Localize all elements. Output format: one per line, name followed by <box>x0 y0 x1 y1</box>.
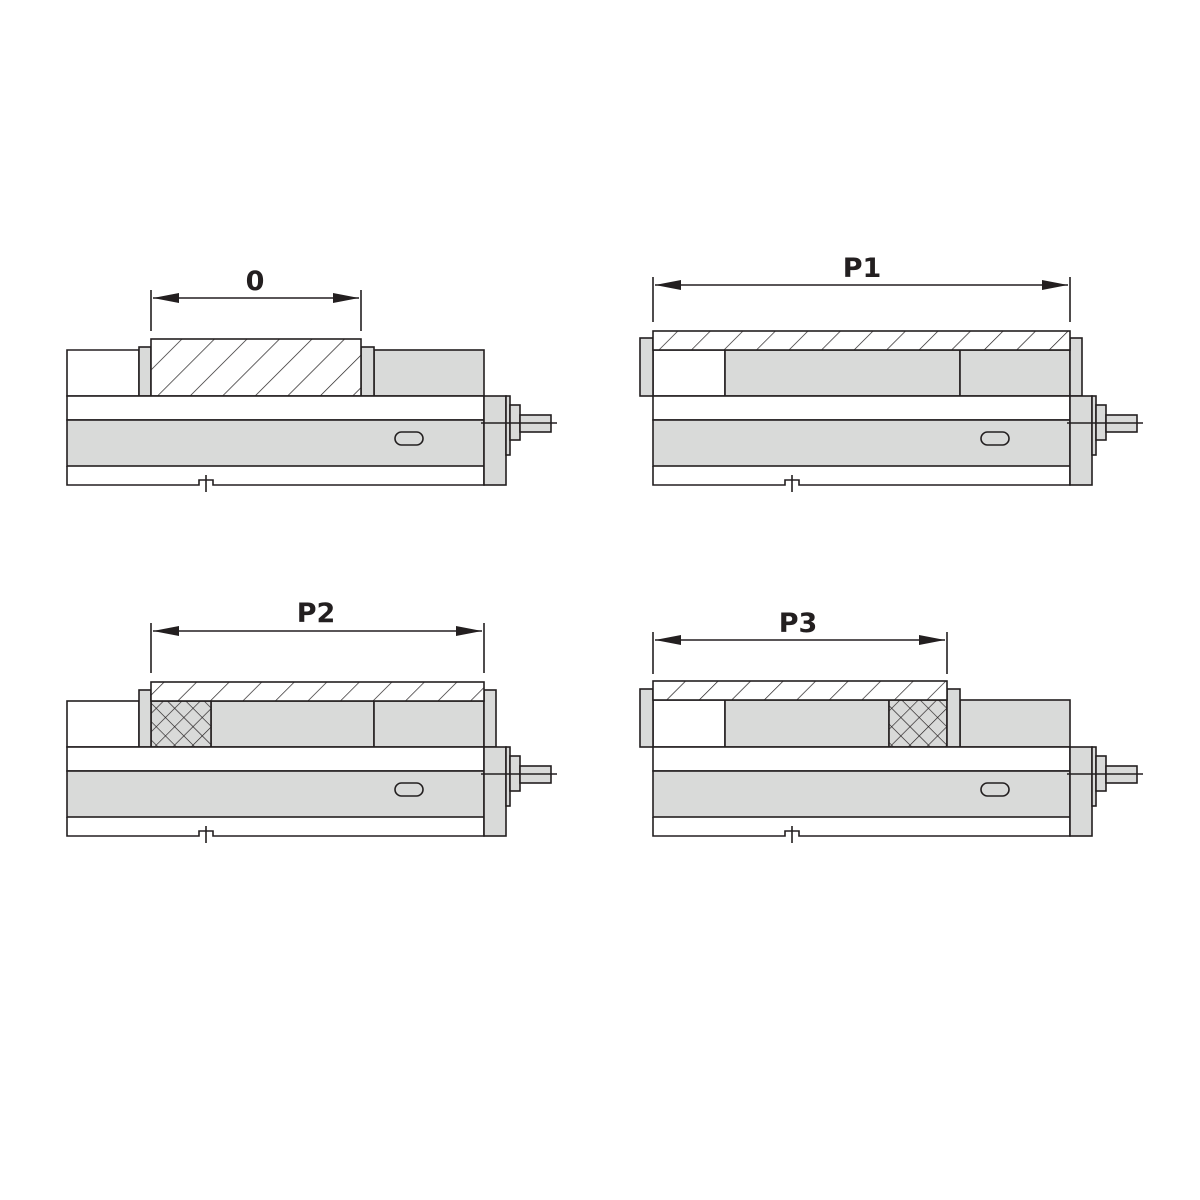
spacer-crosshatched <box>150 700 212 748</box>
workpiece-hatched <box>150 681 485 702</box>
panel-p2: P2 <box>66 598 558 844</box>
panel-0: 0 <box>66 266 558 493</box>
workpiece-hatched <box>150 338 362 397</box>
dimension-label-p2: P2 <box>297 598 336 629</box>
spacer-crosshatched <box>888 699 948 748</box>
workpiece-hatched <box>652 330 1071 351</box>
dimension-label-p1: P1 <box>843 253 882 284</box>
workpiece-hatched <box>652 680 948 701</box>
dimension-label-p3: P3 <box>779 608 818 639</box>
panel-p1: P1 <box>639 253 1144 493</box>
panel-p3: P3 <box>639 608 1144 844</box>
dimension-label-0: 0 <box>246 266 265 297</box>
